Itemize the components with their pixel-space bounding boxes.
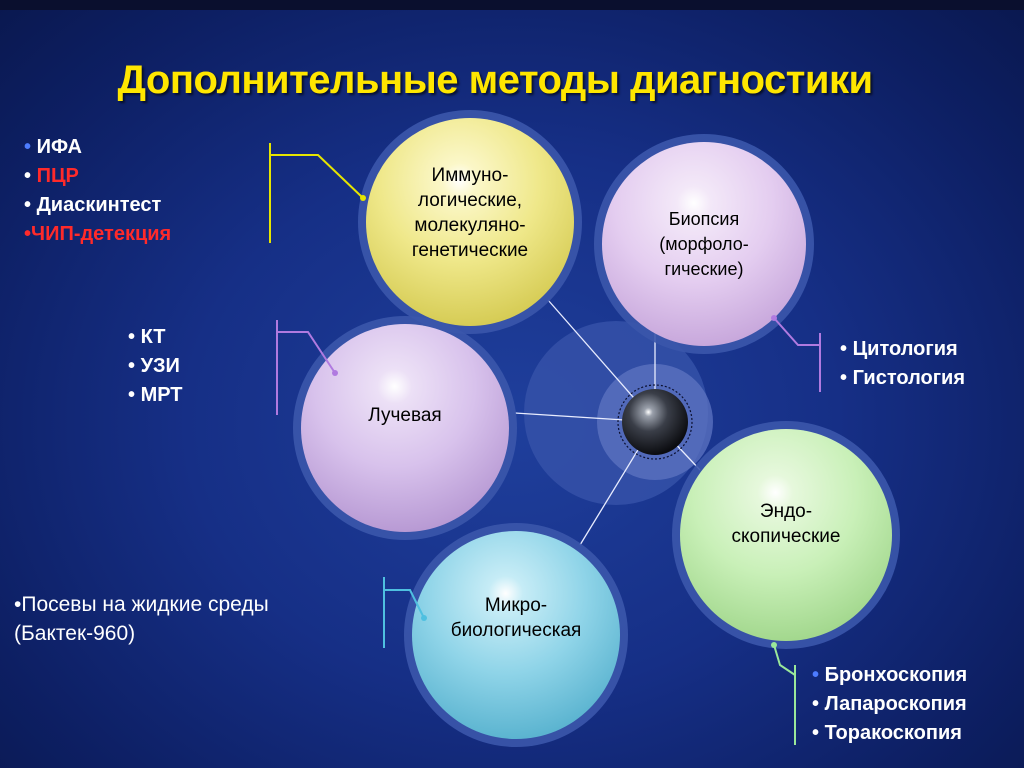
list-item: • Гистология bbox=[840, 367, 966, 389]
endoscopic-bubble bbox=[680, 429, 892, 641]
microbio-list: •Посевы на жидкие среды (Бактек-960) bbox=[14, 590, 269, 648]
list-item: • ИФА bbox=[24, 136, 82, 158]
center-sphere bbox=[622, 389, 688, 455]
list-item: • Торакоскопия bbox=[812, 722, 962, 744]
immuno-bubble bbox=[366, 118, 574, 326]
biopsy-list: • Цитология • Гистология bbox=[840, 335, 965, 393]
list-item: • Цитология bbox=[840, 338, 958, 360]
list-item: • УЗИ bbox=[128, 355, 180, 377]
endoscopic-list: • Бронхоскопия • Лапароскопия • Торакоск… bbox=[812, 661, 967, 748]
list-item: • Диаскинтест bbox=[24, 194, 162, 216]
list-item: • КТ bbox=[128, 326, 166, 348]
list-item: •Посевы на жидкие среды bbox=[14, 593, 269, 616]
list-item: • Бронхоскопия bbox=[812, 664, 968, 686]
radiation-list: • КТ • УЗИ • МРТ bbox=[128, 323, 183, 410]
biopsy-bubble bbox=[602, 142, 806, 346]
biopsy-label: Биопсия (морфоло- гические) bbox=[659, 209, 749, 279]
radiation-label: Лучевая bbox=[368, 405, 442, 426]
list-item: • МРТ bbox=[128, 384, 183, 406]
microbio-label: Микро- биологическая bbox=[450, 595, 582, 641]
immuno-label: Иммуно- логические, молекуляно- генетиче… bbox=[411, 165, 529, 261]
top-bar bbox=[0, 0, 1024, 10]
microbio-bubble bbox=[412, 531, 620, 739]
immuno-list: • ИФА • ПЦР • Диаскинтест •ЧИП-детекция bbox=[24, 133, 171, 249]
endoscopic-label: Эндо- скопические bbox=[731, 501, 841, 547]
list-item: • Лапароскопия bbox=[812, 693, 967, 715]
list-item: (Бактек-960) bbox=[14, 622, 136, 645]
list-item: • ПЦР bbox=[24, 165, 79, 187]
slide-title: Дополнительные методы диагностики bbox=[117, 58, 873, 102]
list-item: •ЧИП-детекция bbox=[24, 223, 172, 245]
radiation-bubble bbox=[301, 324, 509, 532]
